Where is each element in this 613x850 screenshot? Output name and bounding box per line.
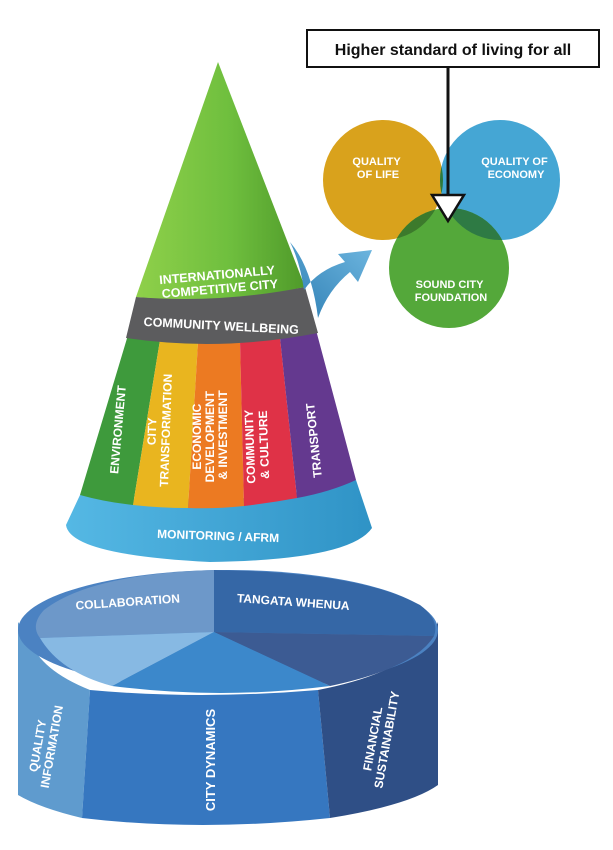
- venn-quality-of-life: [323, 120, 443, 240]
- sound-city-foundation-label: SOUND CITY FOUNDATION: [415, 279, 488, 304]
- quality-information-segment: [18, 622, 90, 818]
- venn-sound-city-foundation: [389, 208, 509, 328]
- pillar-community-culture: [240, 338, 297, 506]
- outcomes-venn: QUALITY OF LIFE QUALITY OF ECONOMY SOUND…: [323, 120, 560, 328]
- city-dynamics-top-segment: [112, 632, 330, 693]
- callout-text: Higher standard of living for all: [335, 42, 571, 59]
- strategy-cone: MONITORING / AFRM COMMUNITY WELLBEING IN…: [66, 62, 372, 562]
- curved-arrow-icon: [290, 242, 372, 318]
- economic-development-label: ECONOMIC DEVELOPMENT & INVESTMENT: [190, 388, 230, 483]
- down-arrow-icon: [429, 193, 467, 224]
- collaboration-top-segment: [35, 570, 214, 638]
- pillar-environment: [80, 335, 160, 505]
- community-culture-label: COMMUNITY & CULTURE: [242, 406, 273, 484]
- city-transformation-label: CITY TRANSFORMATION: [143, 373, 175, 487]
- city-dynamics-segment: [82, 690, 330, 825]
- pillar-transport: [280, 330, 356, 498]
- quality-information-top-segment: [40, 632, 214, 686]
- pillar-economic-development: [188, 342, 244, 509]
- cone-apex: [136, 62, 305, 300]
- tangata-whenua-top-segment: [214, 570, 436, 636]
- quality-of-economy-label: QUALITY OF ECONOMY: [481, 156, 550, 181]
- financial-top-segment: [214, 632, 434, 686]
- foundation-cylinder: COLLABORATION TANGATA WHENUA QUALITY INF…: [18, 570, 438, 825]
- venn-quality-of-economy: [440, 120, 560, 240]
- living-standard-callout: Higher standard of living for all: [306, 29, 600, 224]
- callout-box: [306, 29, 600, 68]
- monitoring-label: MONITORING / AFRM: [157, 527, 279, 545]
- quality-of-life-label: QUALITY OF LIFE: [352, 156, 403, 181]
- financial-sustainability-segment: [318, 622, 438, 818]
- city-dynamics-label: CITY DYNAMICS: [203, 709, 218, 812]
- pillar-city-transformation: [133, 340, 198, 508]
- community-wellbeing-band: [126, 287, 318, 344]
